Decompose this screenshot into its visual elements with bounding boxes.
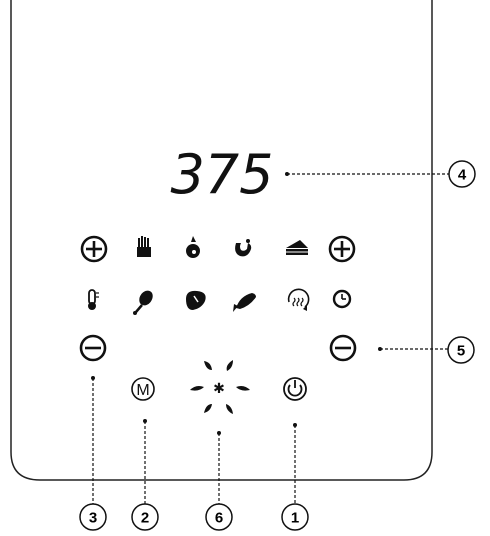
steak-icon[interactable] (186, 290, 206, 310)
svg-text:✱: ✱ (213, 381, 225, 397)
fish-icon[interactable] (233, 293, 256, 312)
callout-1: 1 (281, 503, 309, 531)
temperature-plus-button[interactable] (80, 235, 108, 263)
power-button[interactable] (283, 377, 307, 401)
temperature-minus-button[interactable] (79, 334, 107, 362)
svg-text:4: 4 (458, 167, 467, 184)
callout-4: 4 (448, 160, 476, 188)
svg-text:5: 5 (457, 343, 465, 360)
svg-text:3: 3 (89, 510, 97, 527)
callout-3: 3 (79, 503, 107, 531)
preset-cycle-icon[interactable]: ✱ (190, 360, 250, 414)
svg-text:2: 2 (141, 510, 149, 527)
fries-icon[interactable] (137, 236, 151, 257)
time-plus-button[interactable] (328, 235, 356, 263)
callout-2: 2 (131, 503, 159, 531)
cake-icon[interactable] (286, 240, 308, 255)
drumstick-icon[interactable] (133, 288, 156, 315)
chicken-icon[interactable] (186, 236, 200, 258)
thermometer-icon (88, 289, 99, 310)
svg-text:1: 1 (291, 510, 299, 527)
callout-5: 5 (447, 336, 475, 364)
time-minus-button[interactable] (329, 334, 357, 362)
panel-outline (10, 0, 433, 481)
temperature-display: 375 (170, 143, 273, 206)
svg-text:6: 6 (215, 510, 223, 527)
shrimp-icon[interactable] (235, 239, 252, 257)
reheat-icon[interactable] (287, 288, 310, 311)
menu-button[interactable]: M (131, 377, 155, 401)
timer-icon (332, 289, 352, 309)
menu-button-label: M (136, 382, 149, 399)
callout-6: 6 (205, 503, 233, 531)
